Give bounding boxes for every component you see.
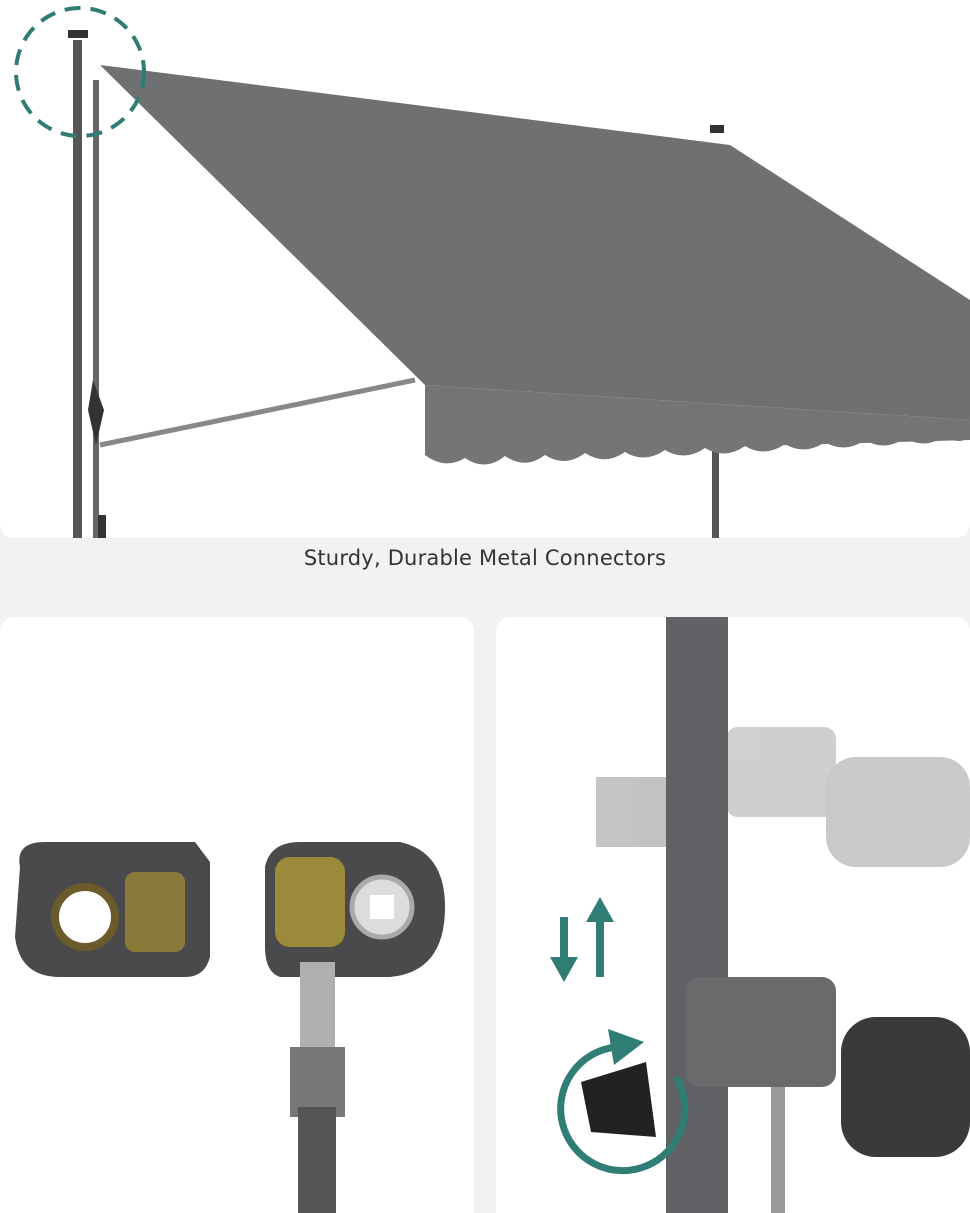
connector-parts-illustration [15, 842, 445, 1213]
up-down-arrows-icon [550, 897, 614, 982]
caption: Sturdy, Durable Metal Connectors [303, 546, 667, 570]
height-adjust-panel [496, 617, 970, 1213]
vertical-pole [666, 617, 728, 1213]
awning-overview-panel [0, 0, 970, 538]
dashed-highlight-circle [14, 6, 146, 138]
right-pole [712, 430, 719, 538]
connector-detail-panel [0, 617, 474, 1213]
left-pole [73, 40, 82, 538]
awning-canopy [100, 65, 970, 420]
knob-icon [581, 1062, 656, 1137]
height-adjust-illustration [550, 617, 970, 1213]
rotate-arrow-icon [557, 1029, 689, 1175]
awning-illustration [14, 6, 970, 538]
